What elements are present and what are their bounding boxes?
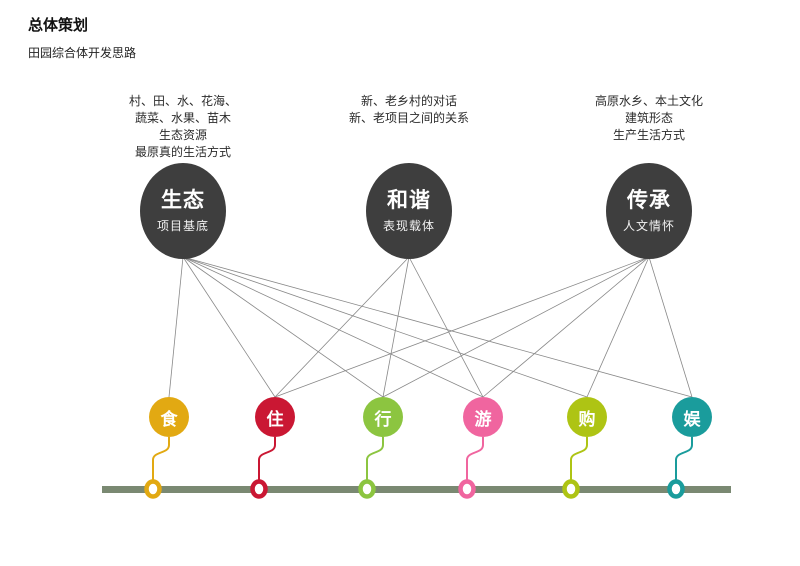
connection-line bbox=[382, 256, 410, 398]
connection-line bbox=[182, 256, 384, 398]
pillar-label: 住 bbox=[266, 409, 284, 429]
description-line: 新、老项目之间的关系 bbox=[348, 111, 469, 125]
concept-sublabel: 项目基底 bbox=[156, 218, 209, 233]
timeline-bar bbox=[102, 486, 731, 493]
timeline-ring bbox=[250, 479, 268, 499]
pillar-circle-xing: 行 bbox=[363, 397, 403, 437]
concept-label: 传承 bbox=[627, 188, 671, 212]
connection-line bbox=[586, 256, 650, 398]
concept-circle-shengtai: 生态项目基底 bbox=[140, 163, 226, 259]
concept-description-shengtai: 村、田、水、花海、蔬菜、水果、苗木生态资源最原真的生活方式 bbox=[53, 93, 313, 161]
description-line: 生产生活方式 bbox=[612, 128, 685, 142]
concept-label: 生态 bbox=[161, 188, 205, 212]
connection-line bbox=[182, 256, 484, 398]
timeline-ring bbox=[458, 479, 476, 499]
pillar-circle-yu: 娱 bbox=[672, 397, 712, 437]
pillar-curve bbox=[152, 437, 170, 481]
pillar-circle-gou: 购 bbox=[567, 397, 607, 437]
timeline-ring bbox=[667, 479, 685, 499]
concept-description-chuancheng: 高原水乡、本土文化建筑形态生产生活方式 bbox=[519, 93, 779, 144]
concept-circle-chuancheng: 传承人文情怀 bbox=[606, 163, 692, 259]
description-line: 村、田、水、花海、 bbox=[128, 94, 237, 108]
pillar-circle-you: 游 bbox=[463, 397, 503, 437]
concept-label: 和谐 bbox=[387, 188, 431, 212]
concept-sublabel: 人文情怀 bbox=[622, 218, 675, 233]
timeline-ring bbox=[358, 479, 376, 499]
timeline-ring bbox=[562, 479, 580, 499]
pillar-circle-zhu: 住 bbox=[255, 397, 295, 437]
pillar-label: 行 bbox=[374, 409, 392, 429]
pillar-curve bbox=[258, 437, 276, 481]
page-subtitle: 田园综合体开发思路 bbox=[28, 46, 137, 60]
pillar-label: 购 bbox=[578, 409, 596, 429]
description-line: 生态资源 bbox=[158, 128, 207, 142]
concept-circle-hexie: 和谐表现载体 bbox=[366, 163, 452, 259]
connection-line bbox=[408, 256, 484, 398]
pillar-label: 游 bbox=[474, 409, 492, 429]
pillar-circle-shi: 食 bbox=[149, 397, 189, 437]
timeline-ring bbox=[144, 479, 162, 499]
description-line: 新、老乡村的对话 bbox=[360, 94, 457, 108]
description-line: 高原水乡、本土文化 bbox=[594, 94, 703, 108]
connection-line bbox=[482, 256, 650, 398]
connection-line bbox=[648, 256, 693, 398]
pillar-label: 娱 bbox=[683, 409, 701, 429]
description-line: 蔬菜、水果、苗木 bbox=[134, 111, 231, 125]
connection-line bbox=[182, 256, 276, 398]
connection-line bbox=[168, 256, 184, 398]
connection-line bbox=[274, 256, 410, 398]
pillar-label: 食 bbox=[160, 409, 178, 429]
description-line: 最原真的生活方式 bbox=[134, 145, 231, 159]
connection-line bbox=[182, 256, 588, 398]
connection-line bbox=[274, 256, 650, 398]
page-title: 总体策划 bbox=[28, 17, 89, 34]
pillar-curve bbox=[570, 437, 588, 481]
pillar-curve bbox=[366, 437, 384, 481]
connection-line bbox=[182, 256, 693, 398]
concept-sublabel: 表现载体 bbox=[382, 218, 435, 233]
description-line: 建筑形态 bbox=[624, 111, 673, 125]
pillar-curve bbox=[675, 437, 693, 481]
concept-description-hexie: 新、老乡村的对话新、老项目之间的关系 bbox=[279, 93, 539, 127]
connection-line bbox=[382, 256, 650, 398]
pillar-curve bbox=[466, 437, 484, 481]
